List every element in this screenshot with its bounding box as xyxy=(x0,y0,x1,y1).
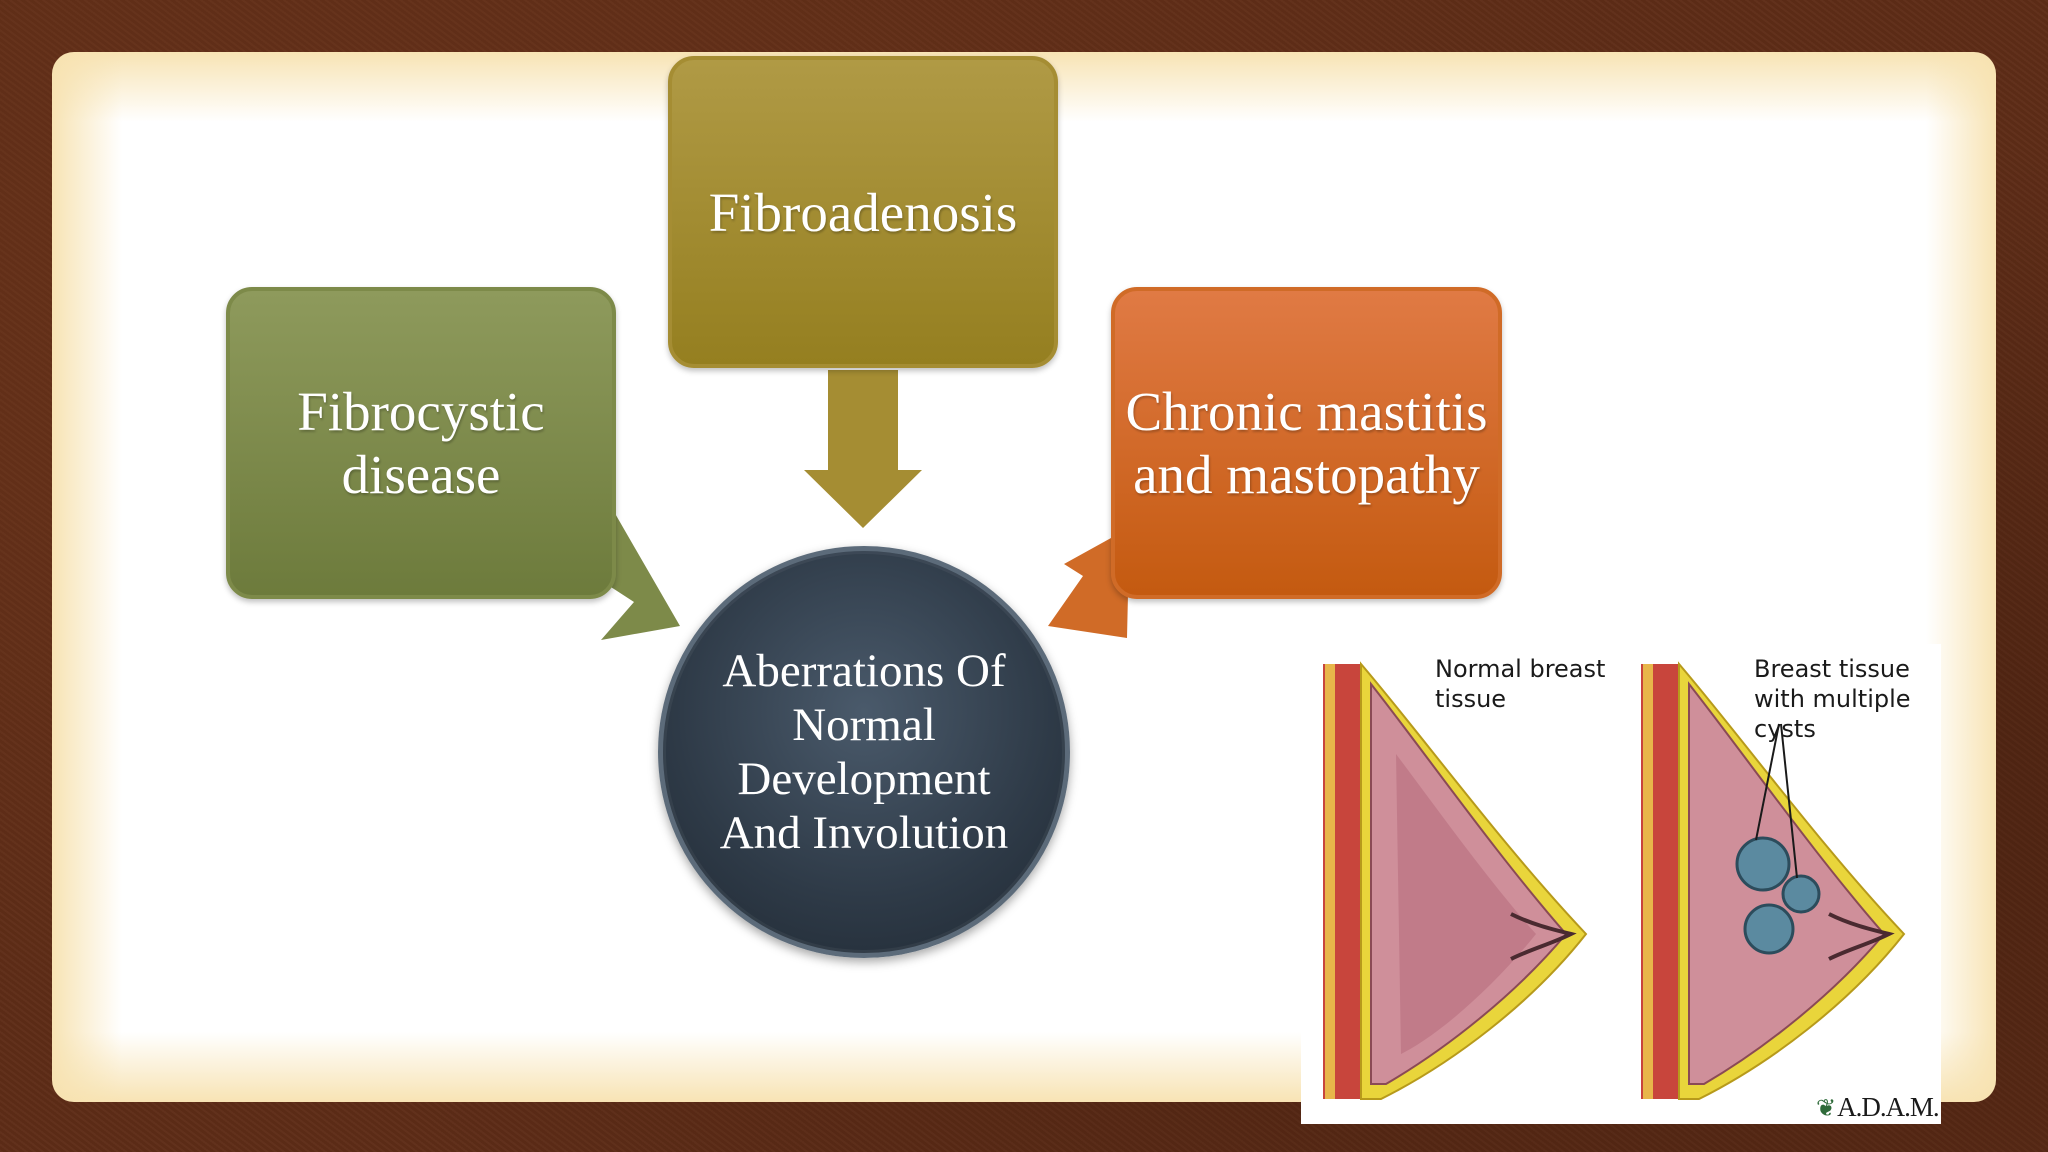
normal-breast-figure xyxy=(1323,661,1588,1100)
box-chronic-label: Chronic mastitis and mastopathy xyxy=(1125,381,1488,505)
arrow-top-to-center xyxy=(804,370,922,528)
adam-logo: ❦A.D.A.M. xyxy=(1816,1092,1940,1123)
box-fibrocystic-label: Fibrocystic disease xyxy=(297,381,545,505)
center-circle-label: Aberrations Of Normal Development And In… xyxy=(719,645,1009,859)
box-chronic-mastitis: Chronic mastitis and mastopathy xyxy=(1111,287,1502,599)
adam-logo-text: A.D.A.M. xyxy=(1837,1092,1940,1122)
box-fibroadenosis-label: Fibroadenosis xyxy=(708,181,1018,243)
cystic-breast-figure xyxy=(1641,661,1906,1100)
breast-tissue-illustration: Normal breast tissue Breast tissue with … xyxy=(1301,644,1941,1124)
label-normal-breast-tissue: Normal breast tissue xyxy=(1435,655,1606,713)
label-breast-tissue-cysts: Breast tissue with multiple cysts xyxy=(1754,655,1911,743)
leaf-icon: ❦ xyxy=(1816,1096,1836,1122)
center-circle-aberrations: Aberrations Of Normal Development And In… xyxy=(658,546,1070,958)
box-fibroadenosis: Fibroadenosis xyxy=(668,56,1058,368)
box-fibrocystic-disease: Fibrocystic disease xyxy=(226,287,616,599)
breast-anatomy-drawing xyxy=(1323,661,1906,1100)
